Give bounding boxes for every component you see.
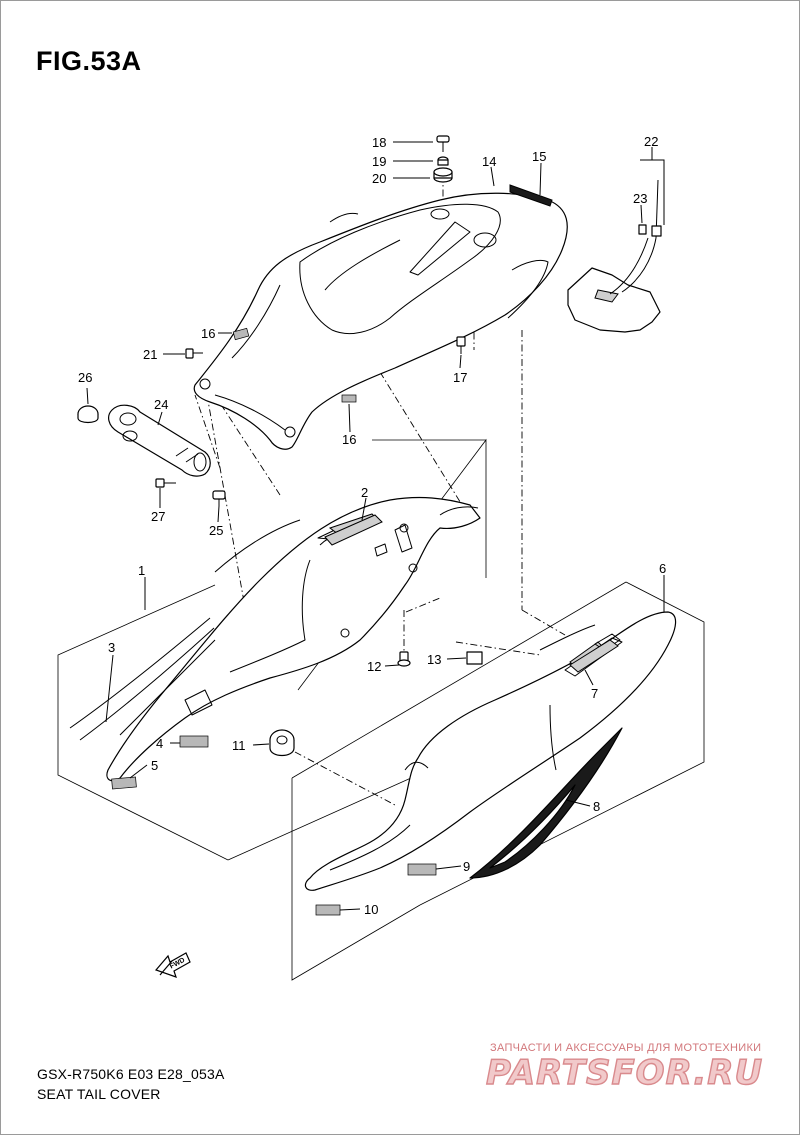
cushion-part-25 bbox=[212, 490, 226, 506]
right-seat-tail-cover-part-6 bbox=[304, 611, 677, 891]
bolt-part-18 bbox=[436, 135, 450, 152]
callout-25: 25 bbox=[209, 523, 223, 538]
stripe-decal-part-8 bbox=[469, 727, 623, 879]
alignment-line-center bbox=[379, 371, 463, 506]
callout-18: 18 bbox=[372, 135, 386, 150]
cushion-part-9 bbox=[407, 863, 437, 876]
callout-7: 7 bbox=[591, 686, 598, 701]
screw-part-17 bbox=[456, 336, 466, 354]
callout-1: 1 bbox=[138, 563, 145, 578]
callout-22: 22 bbox=[644, 134, 658, 149]
cushion-part-4 bbox=[179, 735, 209, 748]
callout-3: 3 bbox=[108, 640, 115, 655]
callout-23: 23 bbox=[633, 191, 647, 206]
callout-12: 12 bbox=[367, 659, 381, 674]
callout-14: 14 bbox=[482, 154, 496, 169]
cushion-part-5 bbox=[111, 776, 137, 790]
callout-16-upper: 16 bbox=[201, 326, 215, 341]
stay-part-2 bbox=[324, 514, 383, 546]
fwd-arrow-icon: FWD bbox=[154, 952, 191, 978]
watermark-subtitle: ЗАПЧАСТИ И АКСЕССУАРЫ ДЛЯ МОТОТЕХНИКИ bbox=[490, 1042, 762, 1054]
bracket-part-22 bbox=[567, 179, 662, 333]
callout-2: 2 bbox=[361, 485, 368, 500]
callout-17: 17 bbox=[453, 370, 467, 385]
callout-27: 27 bbox=[151, 509, 165, 524]
screw-part-27 bbox=[155, 478, 176, 488]
callout-8: 8 bbox=[593, 799, 600, 814]
seat-tail-cowl-part-14 bbox=[193, 184, 568, 450]
washer-part-19 bbox=[437, 156, 449, 166]
cap-part-26 bbox=[77, 405, 99, 424]
assembly-box-right-cover bbox=[291, 581, 705, 981]
label-part-16-lower bbox=[341, 394, 357, 403]
grommet-part-11 bbox=[269, 729, 295, 757]
callout-numbers: 18 19 20 14 15 22 23 16 21 17 26 24 16 2… bbox=[78, 134, 666, 917]
callout-21: 21 bbox=[143, 347, 157, 362]
stripe-decal-part-3 bbox=[69, 617, 215, 741]
cushion-part-10 bbox=[315, 904, 341, 916]
callout-10: 10 bbox=[364, 902, 378, 917]
alignment-line-21 bbox=[204, 379, 281, 496]
callout-24: 24 bbox=[154, 397, 168, 412]
callout-11: 11 bbox=[232, 738, 246, 753]
figure-title: FIG.53A bbox=[36, 46, 142, 76]
model-code: GSX-R750K6 E03 E28_053A bbox=[37, 1066, 225, 1082]
callout-13: 13 bbox=[427, 652, 441, 667]
clip-part-23 bbox=[638, 224, 647, 235]
callout-4: 4 bbox=[156, 736, 163, 751]
label-part-16-upper bbox=[232, 327, 250, 341]
stay-part-7 bbox=[569, 639, 619, 673]
holder-part-24 bbox=[108, 404, 211, 477]
callout-19: 19 bbox=[372, 154, 386, 169]
callout-16-lower: 16 bbox=[342, 432, 356, 447]
cushion-part-20 bbox=[433, 167, 453, 183]
part-caption: SEAT TAIL COVER bbox=[37, 1086, 161, 1102]
alignment-line-24 bbox=[194, 394, 221, 469]
alignment-line-7 bbox=[521, 609, 566, 636]
alignment-line-12b bbox=[405, 597, 441, 613]
nut-part-13 bbox=[466, 651, 483, 665]
watermark-logo: PARTSFOR.RU bbox=[485, 1052, 764, 1093]
callout-26: 26 bbox=[78, 370, 92, 385]
callout-15: 15 bbox=[532, 149, 546, 164]
leader-lines bbox=[86, 141, 665, 911]
alignment-line-11 bbox=[294, 751, 396, 806]
screw-part-12 bbox=[397, 651, 411, 667]
callout-20: 20 bbox=[372, 171, 386, 186]
callout-6: 6 bbox=[659, 561, 666, 576]
callout-5: 5 bbox=[151, 758, 158, 773]
screw-part-21 bbox=[185, 348, 203, 359]
alignment-line-front bbox=[206, 394, 259, 681]
callout-9: 9 bbox=[463, 859, 470, 874]
